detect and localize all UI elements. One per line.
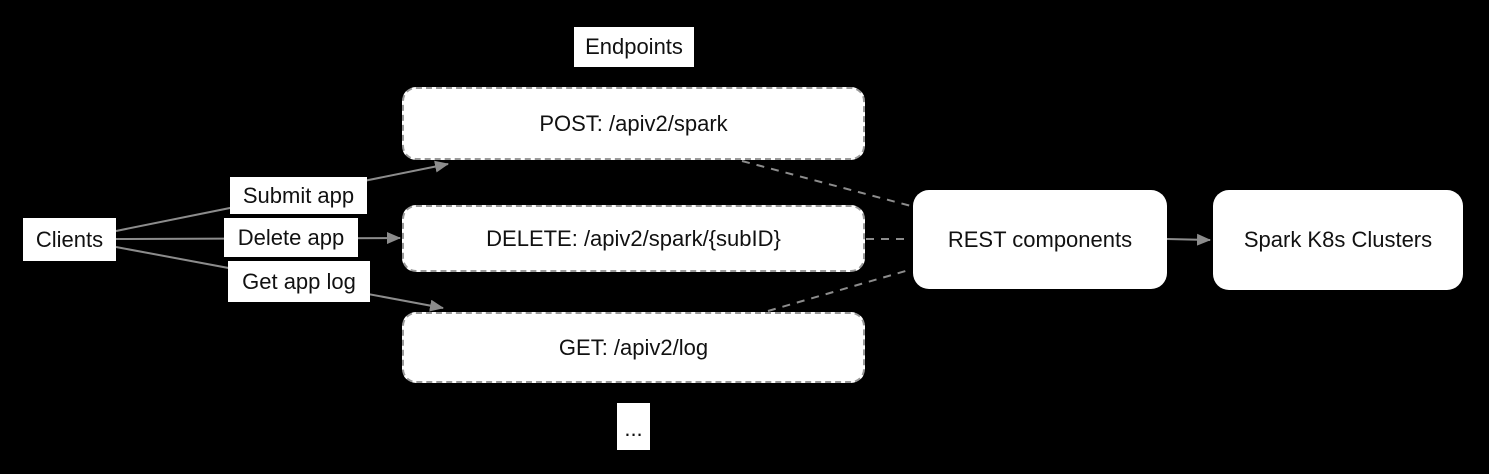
edge-label-delete-app: Delete app (224, 218, 358, 257)
edge-label-submit-app: Submit app (230, 177, 367, 214)
spark-k8s-clusters-node: Spark K8s Clusters (1213, 190, 1463, 290)
edge-rest-spark (1166, 233, 1211, 246)
endpoint-get-node: GET: /apiv2/log (402, 312, 865, 383)
clients-node: Clients (23, 218, 116, 261)
endpoint-delete-node: DELETE: /apiv2/spark/{subID} (402, 205, 865, 272)
endpoints-title: Endpoints (574, 27, 694, 67)
endpoint-post-node: POST: /apiv2/spark (402, 87, 865, 160)
rest-components-node: REST components (913, 190, 1167, 289)
edge-get-rest (767, 269, 910, 312)
edge-label-get-app-log: Get app log (228, 261, 370, 302)
endpoints-more-label: ... (617, 403, 650, 450)
edge-post-rest (741, 160, 912, 207)
